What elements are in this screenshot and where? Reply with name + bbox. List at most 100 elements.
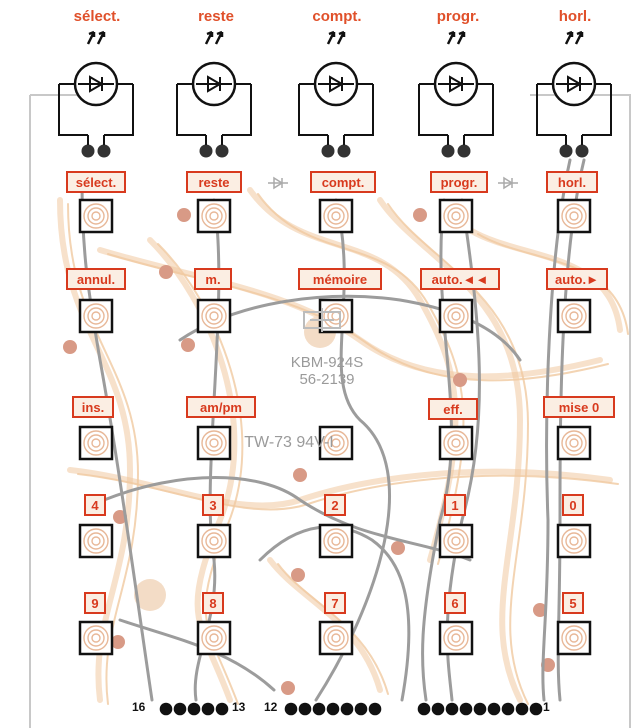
key-mise-0[interactable]: mise 0 xyxy=(543,396,615,418)
solder-pad xyxy=(281,681,295,695)
connection-wire xyxy=(258,525,411,702)
led-icon xyxy=(176,30,252,158)
key-7[interactable]: 7 xyxy=(324,592,346,614)
connector-pin xyxy=(159,702,173,716)
key-contact xyxy=(438,523,474,559)
connector-pin xyxy=(312,702,326,716)
solder-pad xyxy=(533,603,547,617)
mounting-hole xyxy=(134,579,166,611)
diode-mark-icon xyxy=(268,176,288,190)
key-memoire[interactable]: mémoire xyxy=(298,268,382,290)
key-reste[interactable]: reste xyxy=(186,171,242,193)
key-horl[interactable]: horl. xyxy=(546,171,598,193)
key-contact xyxy=(78,298,114,334)
key-4[interactable]: 4 xyxy=(84,494,106,516)
solder-pad xyxy=(293,468,307,482)
key-contact xyxy=(438,425,474,461)
key-9[interactable]: 9 xyxy=(84,592,106,614)
key-contact xyxy=(318,620,354,656)
key-contact xyxy=(438,298,474,334)
solder-pad xyxy=(413,208,427,222)
key-contact xyxy=(196,198,232,234)
diode-mark-icon xyxy=(498,176,518,190)
led-label-select: sélect. xyxy=(73,8,121,25)
key-select[interactable]: sélect. xyxy=(66,171,126,193)
pcb-trace xyxy=(277,563,389,695)
connector-pin xyxy=(284,702,298,716)
key-2[interactable]: 2 xyxy=(324,494,346,516)
connector-pin xyxy=(473,702,487,716)
pin-number-13: 13 xyxy=(232,700,246,714)
key-contact xyxy=(78,198,114,234)
key-contact xyxy=(438,198,474,234)
connector-pin xyxy=(326,702,340,716)
connection-wire xyxy=(80,178,154,702)
connector-pin xyxy=(431,702,445,716)
solder-pad xyxy=(291,568,305,582)
key-compt[interactable]: compt. xyxy=(310,171,376,193)
key-contact xyxy=(556,425,592,461)
key-contact xyxy=(196,298,232,334)
key-8[interactable]: 8 xyxy=(202,592,224,614)
connector-pin xyxy=(417,702,431,716)
key-annul[interactable]: annul. xyxy=(66,268,126,290)
key-auto-rewind[interactable]: auto.◄◄ xyxy=(420,268,500,290)
connector-pin xyxy=(187,702,201,716)
key-3[interactable]: 3 xyxy=(202,494,224,516)
key-contact xyxy=(318,198,354,234)
key-1[interactable]: 1 xyxy=(444,494,466,516)
connector-pin xyxy=(445,702,459,716)
connection-wire xyxy=(541,158,572,702)
connector-pin xyxy=(340,702,354,716)
connector-pin xyxy=(459,702,473,716)
pin-number-12: 12 xyxy=(264,700,278,714)
chip-id-text: KBM-924S xyxy=(290,354,364,371)
led-icon xyxy=(536,30,612,158)
key-auto-forward[interactable]: auto.► xyxy=(546,268,608,290)
led-label-reste: reste xyxy=(198,8,234,25)
solder-pad xyxy=(111,635,125,649)
chip-code-text: 56-2139 xyxy=(299,371,355,388)
key-contact xyxy=(78,425,114,461)
key-contact xyxy=(556,298,592,334)
key-6[interactable]: 6 xyxy=(444,592,466,614)
connector-pin xyxy=(368,702,382,716)
key-contact xyxy=(78,620,114,656)
key-contact xyxy=(196,620,232,656)
pcb-trace xyxy=(387,203,530,705)
connector-pin xyxy=(529,702,543,716)
key-eff[interactable]: eff. xyxy=(428,398,478,420)
key-contact xyxy=(318,523,354,559)
key-5[interactable]: 5 xyxy=(562,592,584,614)
connector-pin xyxy=(215,702,229,716)
key-contact xyxy=(78,523,114,559)
connector-pin xyxy=(173,702,187,716)
connection-wire xyxy=(178,294,522,362)
connector-pin xyxy=(354,702,368,716)
led-icon xyxy=(418,30,494,158)
led-icon xyxy=(298,30,374,158)
connector-pin xyxy=(298,702,312,716)
connector-pin xyxy=(201,702,215,716)
board-rating-text: TW-73 94V-I xyxy=(244,434,334,451)
led-label-horl: horl. xyxy=(558,8,592,25)
key-m[interactable]: m. xyxy=(194,268,232,290)
pcb-trace xyxy=(77,473,619,511)
key-contact xyxy=(196,523,232,559)
key-ins[interactable]: ins. xyxy=(72,396,114,418)
key-contact xyxy=(318,298,354,334)
key-am-pm[interactable]: am/pm xyxy=(186,396,256,418)
key-0[interactable]: 0 xyxy=(562,494,584,516)
pin-number-16: 16 xyxy=(132,700,146,714)
pin-number-1: 1 xyxy=(543,700,550,714)
key-progr[interactable]: progr. xyxy=(430,171,488,193)
connector-pin xyxy=(515,702,529,716)
led-label-compt: compt. xyxy=(312,8,362,25)
pcb-trace xyxy=(97,247,603,380)
connection-wire xyxy=(102,476,472,562)
pcb-trace xyxy=(377,197,524,703)
key-contact xyxy=(556,198,592,234)
key-contact xyxy=(196,425,232,461)
key-contact xyxy=(556,523,592,559)
